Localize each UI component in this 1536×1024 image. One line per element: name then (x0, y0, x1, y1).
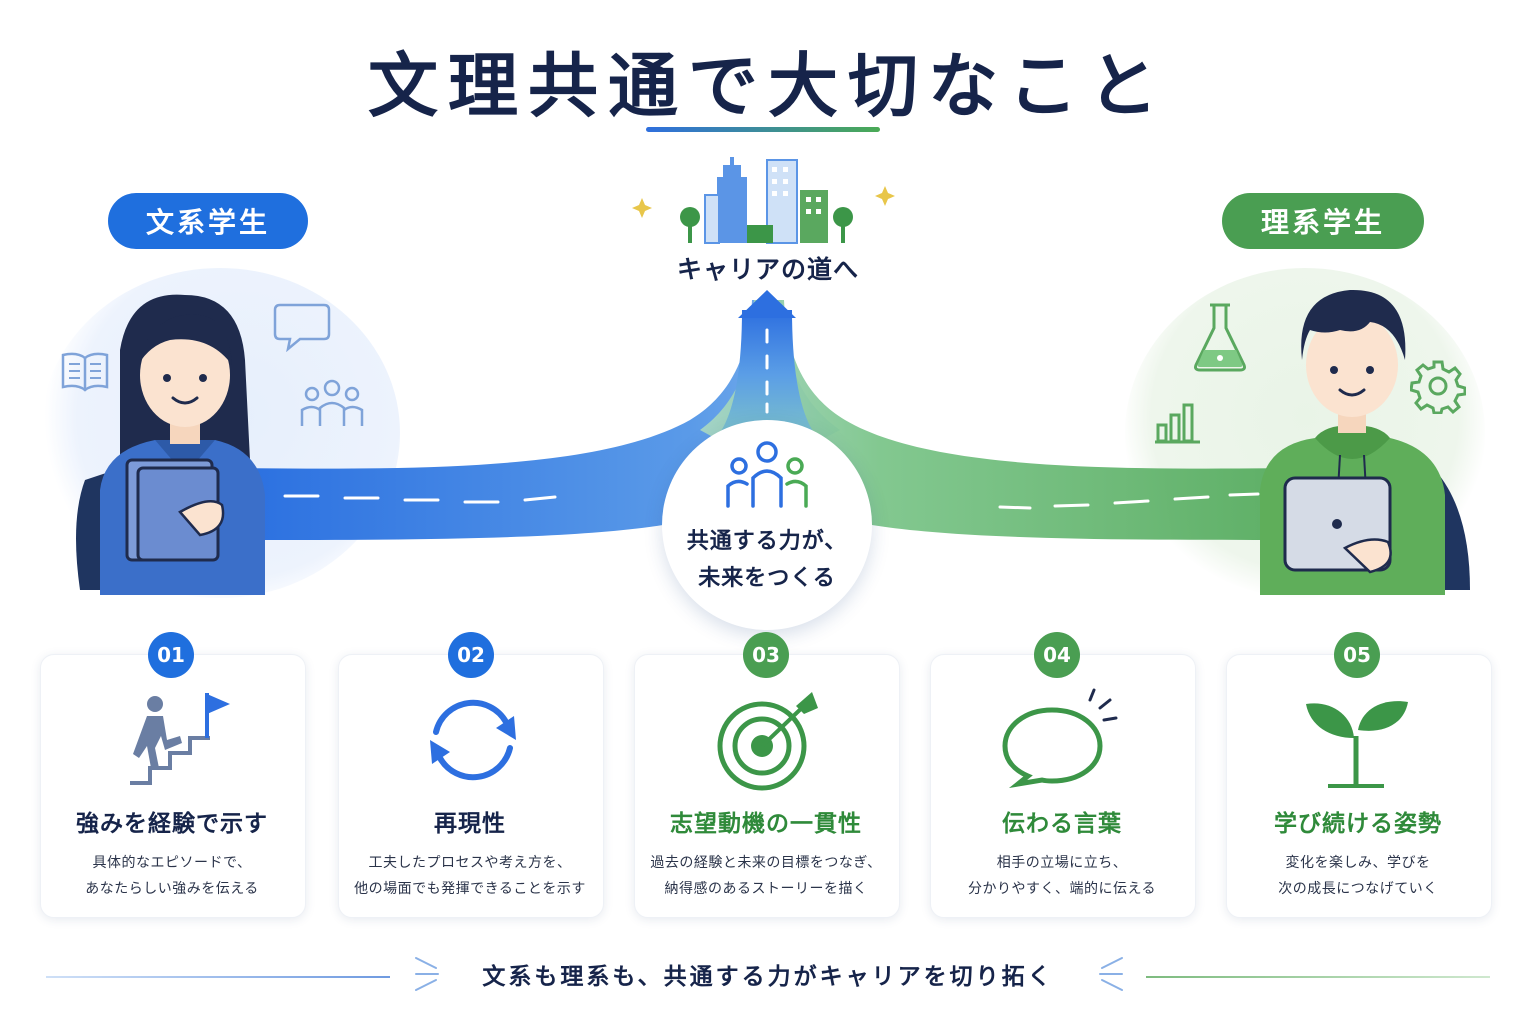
gear-icon (1410, 360, 1466, 414)
stairs-flag-icon (130, 693, 230, 785)
cycle-arrows-icon (430, 699, 516, 781)
page-title: 文理共通で大切なこと (368, 45, 1168, 127)
card-2-number-badge: 02 (448, 632, 494, 678)
card-5-desc-line2: 次の成長につなげていく (1278, 881, 1438, 897)
card-2-title: 再現性 (434, 811, 506, 837)
footer-divider-right (1146, 976, 1490, 978)
card-5-desc-line1: 変化を楽しみ、学びを (1285, 855, 1431, 871)
card-4-desc-line1: 相手の立場に立ち、 (996, 855, 1128, 871)
science-student-label: 理系学生 (1222, 193, 1424, 249)
card-1 (40, 654, 306, 918)
card-2 (338, 654, 604, 918)
footer-message: 文系も理系も、共通する力がキャリアを切り拓く (482, 964, 1054, 990)
center-message-line2: 未来をつくる (698, 566, 836, 591)
card-1-desc-line2: あなたらしい強みを伝える (85, 881, 259, 897)
center-road (714, 310, 820, 440)
card-4-number-badge: 04 (1034, 632, 1080, 678)
right-spark-lines-icon (1099, 957, 1123, 991)
card-3-number-badge: 03 (743, 632, 789, 678)
team-people-icon (726, 441, 808, 508)
card-5-title: 学び続ける姿勢 (1274, 811, 1442, 837)
card-1-number-badge: 01 (148, 632, 194, 678)
target-icon (717, 692, 818, 791)
card-3-desc-line2: 納得感のあるストーリーを描く (664, 881, 868, 897)
center-message-circle (662, 420, 872, 630)
humanities-student-illustration (76, 294, 265, 595)
group-people-icon (300, 379, 364, 426)
up-arrow-head (738, 290, 796, 318)
card-3-desc-line1: 過去の経験と未来の目標をつなぎ、 (650, 855, 882, 871)
card-3-title: 志望動機の一貫性 (670, 811, 862, 837)
card-5-number-badge: 05 (1334, 632, 1380, 678)
card-4-desc-line2: 分かりやすく、端的に伝える (967, 881, 1157, 897)
center-message-line1: 共通する力が、 (686, 529, 848, 554)
science-student-illustration (1260, 289, 1470, 595)
flask-icon (1194, 303, 1246, 372)
sprout-icon (1306, 701, 1408, 788)
city-skyline-icon (632, 157, 895, 244)
card-1-desc-line1: 具体的なエピソードで、 (92, 855, 252, 871)
card-2-desc-line1: 工夫したプロセスや考え方を、 (368, 855, 572, 871)
card-2-desc-line2: 他の場面でも発揮できることを示す (354, 881, 586, 897)
footer-divider-left (46, 976, 390, 978)
card-4-title: 伝わる言葉 (1002, 811, 1122, 837)
card-1-title: 強みを経験で示す (76, 811, 268, 837)
title-underline (646, 127, 880, 132)
card-4 (930, 654, 1196, 918)
talk-bubble-icon (1002, 688, 1118, 788)
bar-chart-icon (1155, 403, 1200, 444)
career-label: キャリアの道へ (676, 255, 859, 284)
left-spark-lines-icon (415, 957, 439, 991)
humanities-student-label: 文系学生 (108, 193, 308, 249)
speech-bubble-icon (273, 303, 331, 352)
open-book-icon (61, 352, 109, 392)
